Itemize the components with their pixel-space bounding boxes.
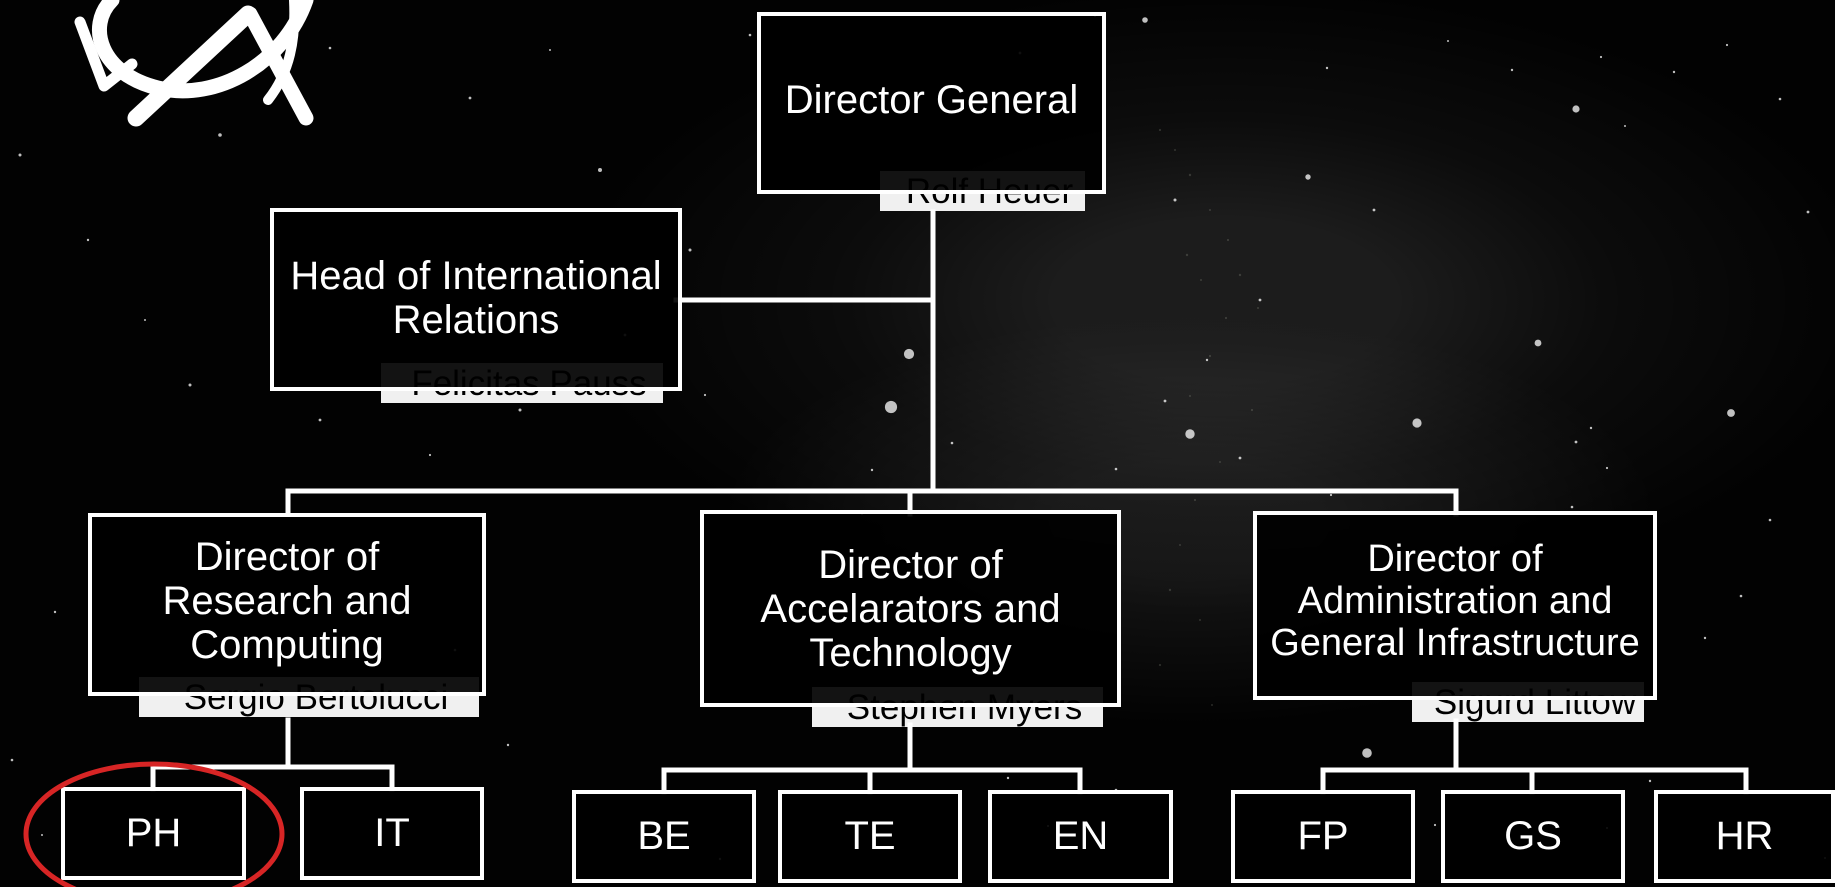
department-hr[interactable]: HR [1654, 790, 1835, 883]
director-general-box: Director General [757, 12, 1106, 194]
department-gs-label: GS [1504, 814, 1562, 858]
department-be-label: BE [637, 814, 691, 858]
department-be[interactable]: BE [572, 790, 756, 883]
administration-infrastructure-box: Director of Administration and General I… [1253, 511, 1657, 700]
research-computing-box: Director of Research and Computing [88, 513, 486, 696]
international-relations-box: Head of International Relations [270, 208, 682, 391]
administration-infrastructure-title: Director of Administration and General I… [1270, 538, 1640, 664]
department-ph-label: PH [125, 811, 182, 855]
department-hr-label: HR [1715, 814, 1774, 858]
department-fp[interactable]: FP [1231, 790, 1415, 883]
department-fp-label: FP [1297, 814, 1349, 858]
cern-logo-icon [74, 0, 314, 127]
international-relations-title: Head of International Relations [290, 254, 662, 342]
department-en[interactable]: EN [988, 790, 1173, 883]
department-te[interactable]: TE [778, 790, 962, 883]
department-ph[interactable]: PH [61, 787, 246, 880]
accelerators-technology-title: Director of Accelarators and Technology [760, 543, 1061, 675]
director-general-title: Director General [784, 78, 1079, 122]
department-te-label: TE [844, 814, 896, 858]
department-en-label: EN [1052, 814, 1109, 858]
department-it-label: IT [374, 811, 410, 855]
department-it[interactable]: IT [300, 787, 484, 880]
accelerators-technology-box: Director of Accelarators and Technology [700, 510, 1121, 707]
department-gs[interactable]: GS [1441, 790, 1625, 883]
research-computing-title: Director of Research and Computing [162, 535, 412, 667]
